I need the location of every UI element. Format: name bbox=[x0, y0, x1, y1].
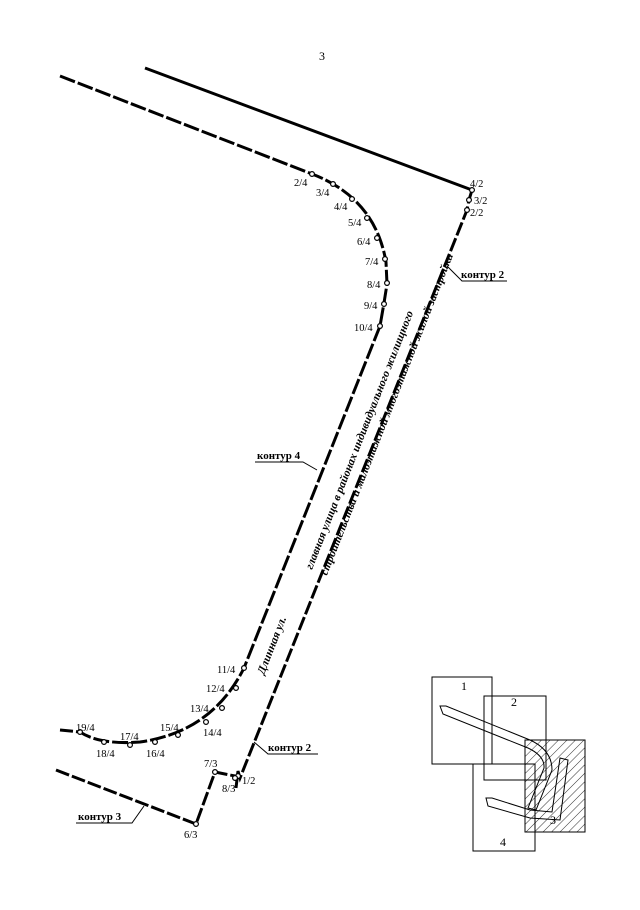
point-marker bbox=[466, 197, 473, 204]
inset-box-4-label: 4 bbox=[500, 835, 506, 849]
contour-4-label: контур 4 bbox=[257, 450, 301, 462]
point-label-13-4: 13/4 bbox=[190, 704, 209, 715]
point-marker bbox=[384, 280, 391, 287]
inset-box-1-label: 1 bbox=[461, 679, 467, 693]
inset-box-2 bbox=[483, 695, 547, 781]
contour-2-top-label: контур 2 bbox=[461, 269, 505, 281]
boundary-points bbox=[76, 171, 476, 827]
point-label-7-3: 7/3 bbox=[204, 759, 217, 770]
contour-3-boundary bbox=[55, 768, 236, 826]
inset-box-4 bbox=[472, 763, 536, 852]
point-marker bbox=[175, 731, 182, 738]
point-label-2-4: 2/4 bbox=[294, 178, 308, 189]
point-label-10-4: 10/4 bbox=[354, 323, 373, 334]
point-marker bbox=[464, 207, 471, 214]
point-marker bbox=[374, 235, 381, 242]
point-label-8-4: 8/4 bbox=[367, 280, 381, 291]
point-label-3-2: 3/2 bbox=[474, 196, 487, 207]
point-marker bbox=[469, 187, 476, 194]
leader-contour-3 bbox=[76, 805, 145, 824]
inset-road-outline-2 bbox=[485, 757, 569, 821]
inset-box-2-label: 2 bbox=[511, 695, 517, 709]
street-caption: главная улица в районах индивидуального … bbox=[303, 251, 457, 577]
contour-4-boundary bbox=[59, 74, 389, 744]
point-marker bbox=[382, 256, 389, 263]
point-label-6-4: 6/4 bbox=[357, 237, 371, 248]
point-label-4-2: 4/2 bbox=[470, 179, 483, 190]
point-marker bbox=[309, 171, 316, 178]
point-marker bbox=[232, 774, 239, 781]
leader-contour-2-top bbox=[446, 265, 507, 282]
point-marker bbox=[100, 738, 107, 745]
point-marker bbox=[203, 718, 210, 725]
point-marker bbox=[152, 738, 159, 745]
point-label-5-4: 5/4 bbox=[348, 218, 362, 229]
point-marker bbox=[193, 820, 200, 827]
point-marker bbox=[349, 196, 356, 203]
point-marker bbox=[364, 215, 371, 222]
point-marker bbox=[126, 741, 133, 748]
point-label-15-4: 15/4 bbox=[160, 723, 179, 734]
inset-box-3-label: 3 bbox=[550, 813, 556, 827]
page-number: 3 bbox=[319, 49, 325, 63]
point-label-19-4: 19/4 bbox=[76, 723, 95, 734]
point-label-12-4: 12/4 bbox=[206, 684, 225, 695]
point-marker bbox=[241, 664, 248, 671]
leader-contour-2-bottom bbox=[253, 741, 318, 755]
point-marker bbox=[76, 728, 83, 735]
point-label-8-3: 8/3 bbox=[222, 784, 235, 795]
point-label-11-4: 11/4 bbox=[217, 665, 236, 676]
point-label-2-2: 2/2 bbox=[470, 208, 483, 219]
point-marker bbox=[330, 181, 337, 188]
point-label-6-3: 6/3 bbox=[184, 830, 197, 841]
point-marker bbox=[377, 323, 384, 330]
inset-map: 1 2 3 4 bbox=[431, 676, 586, 852]
street-line-2: строительства и малоэтажной многоэтажной… bbox=[318, 251, 457, 577]
contour-3-label: контур 3 bbox=[78, 811, 122, 823]
road-edge-top bbox=[144, 66, 473, 192]
point-label-17-4: 17/4 bbox=[120, 732, 139, 743]
point-marker bbox=[219, 704, 226, 711]
point-marker bbox=[381, 301, 388, 308]
point-label-14-4: 14/4 bbox=[203, 728, 222, 739]
point-label-16-4: 16/4 bbox=[146, 749, 165, 760]
point-label-9-4: 9/4 bbox=[364, 301, 378, 312]
street-line-1: главная улица в районах индивидуального … bbox=[303, 309, 417, 571]
point-marker bbox=[212, 768, 219, 775]
point-marker bbox=[233, 684, 240, 691]
point-label-3-4: 3/4 bbox=[316, 188, 330, 199]
contour-2-bottom-label: контур 2 bbox=[268, 742, 312, 754]
point-label-1-2: 1/2 bbox=[242, 776, 255, 787]
point-label-18-4: 18/4 bbox=[96, 749, 115, 760]
inset-box-1 bbox=[431, 676, 493, 765]
point-label-4-4: 4/4 bbox=[334, 202, 348, 213]
leader-contour-4 bbox=[255, 461, 318, 471]
inset-road-outline bbox=[439, 705, 553, 811]
point-label-7-4: 7/4 bbox=[365, 257, 379, 268]
